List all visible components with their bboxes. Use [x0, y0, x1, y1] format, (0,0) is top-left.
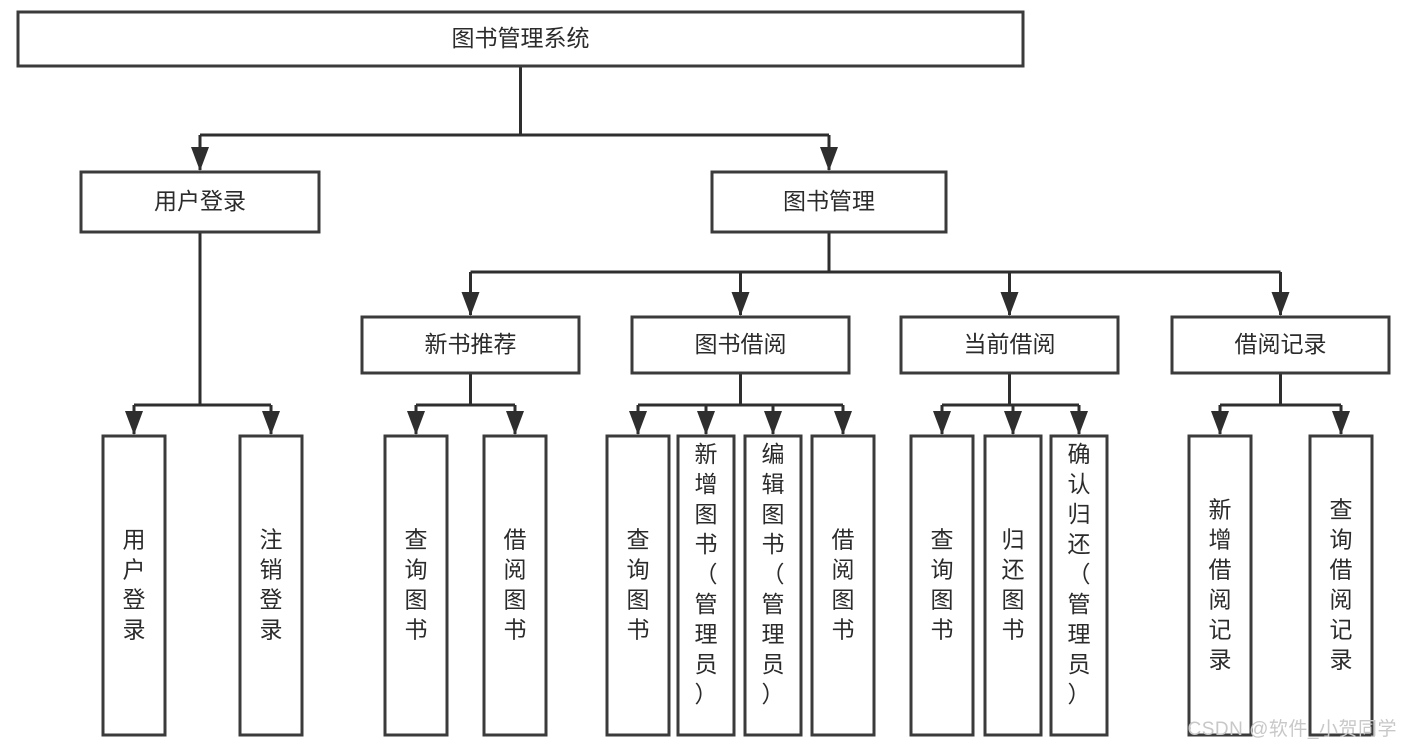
node-book-manage[interactable]: 图书管理: [710, 170, 948, 234]
node-borrow-record-rect[interactable]: [1170, 315, 1391, 375]
node-leaf-add-record-rect[interactable]: [1187, 434, 1253, 737]
node-leaf-query-book-2-label: 查询图书: [627, 527, 650, 643]
node-leaf-query-record-label: 查询借阅记录: [1330, 497, 1353, 673]
node-leaf-query-book-2-rect[interactable]: [605, 434, 671, 737]
node-leaf-query-book-3-label: 查询图书: [931, 527, 954, 643]
node-leaf-return-book-label: 归还图书: [1002, 527, 1025, 643]
connector-layer: [125, 66, 1350, 435]
arrow-head: [933, 411, 951, 435]
node-leaf-edit-book-label: 编辑图书（管理员）: [762, 441, 785, 707]
node-book-borrow-rect[interactable]: [630, 315, 851, 375]
arrow-head: [1211, 411, 1229, 435]
watermark-text: CSDN @软件_小贺同学: [1187, 719, 1397, 740]
arrow-head: [1004, 411, 1022, 435]
node-leaf-user-login[interactable]: 用户登录: [101, 434, 167, 737]
arrow-head: [262, 411, 280, 435]
node-layer: 图书管理系统用户登录图书管理新书推荐图书借阅当前借阅借阅记录用户登录注销登录查询…: [16, 10, 1391, 737]
arrow-head: [1271, 292, 1290, 316]
node-leaf-return-book-rect[interactable]: [983, 434, 1043, 737]
node-new-book-rec-rect[interactable]: [360, 315, 581, 375]
arrow-head: [629, 411, 647, 435]
node-book-borrow-label: 图书借阅: [695, 331, 787, 357]
node-root[interactable]: 图书管理系统: [16, 10, 1025, 68]
node-leaf-query-book-1-rect[interactable]: [383, 434, 449, 737]
arrow-head: [834, 411, 852, 435]
node-current-borrow-rect[interactable]: [899, 315, 1120, 375]
node-leaf-edit-book-rect[interactable]: [743, 434, 803, 737]
arrow-head: [1070, 411, 1088, 435]
node-leaf-query-book-3[interactable]: 查询图书: [909, 434, 975, 737]
arrow-head: [125, 411, 143, 435]
node-leaf-confirm-return-label: 确认归还（管理员）: [1068, 441, 1091, 707]
node-leaf-add-book-label: 新增图书（管理员）: [695, 441, 718, 707]
node-leaf-query-book-3-rect[interactable]: [909, 434, 975, 737]
node-leaf-add-record[interactable]: 新增借阅记录: [1187, 434, 1253, 737]
node-leaf-borrow-book-2-label: 借阅图书: [832, 527, 855, 643]
node-user-login[interactable]: 用户登录: [79, 170, 321, 234]
arrow-head: [461, 292, 480, 316]
arrow-head: [1332, 411, 1350, 435]
arrow-head: [407, 411, 425, 435]
node-leaf-add-record-label: 新增借阅记录: [1209, 497, 1232, 673]
node-leaf-logout[interactable]: 注销登录: [238, 434, 304, 737]
node-leaf-query-book-2[interactable]: 查询图书: [605, 434, 671, 737]
node-book-borrow[interactable]: 图书借阅: [630, 315, 851, 375]
node-root-rect[interactable]: [16, 10, 1025, 68]
node-leaf-logout-rect[interactable]: [238, 434, 304, 737]
arrow-head: [506, 411, 524, 435]
node-leaf-user-login-label: 用户登录: [123, 527, 146, 643]
node-leaf-borrow-book-1-label: 借阅图书: [504, 527, 527, 643]
node-leaf-logout-label: 注销登录: [260, 527, 283, 643]
node-borrow-record-label: 借阅记录: [1235, 331, 1327, 357]
node-leaf-borrow-book-2[interactable]: 借阅图书: [810, 434, 876, 737]
arrow-head: [731, 292, 750, 316]
node-leaf-query-record[interactable]: 查询借阅记录: [1308, 434, 1374, 737]
node-leaf-return-book[interactable]: 归还图书: [983, 434, 1043, 737]
node-leaf-confirm-return-rect[interactable]: [1049, 434, 1109, 737]
arrow-head: [1000, 292, 1019, 316]
node-leaf-add-book[interactable]: 新增图书（管理员）: [676, 434, 736, 737]
node-borrow-record[interactable]: 借阅记录: [1170, 315, 1391, 375]
node-leaf-add-book-rect[interactable]: [676, 434, 736, 737]
node-leaf-edit-book[interactable]: 编辑图书（管理员）: [743, 434, 803, 737]
node-leaf-query-book-1-label: 查询图书: [405, 527, 428, 643]
node-leaf-borrow-book-1-rect[interactable]: [482, 434, 548, 737]
node-new-book-rec[interactable]: 新书推荐: [360, 315, 581, 375]
node-leaf-query-book-1[interactable]: 查询图书: [383, 434, 449, 737]
node-book-manage-rect[interactable]: [710, 170, 948, 234]
node-user-login-rect[interactable]: [79, 170, 321, 234]
arrow-head: [764, 411, 782, 435]
node-current-borrow[interactable]: 当前借阅: [899, 315, 1120, 375]
node-new-book-rec-label: 新书推荐: [425, 331, 517, 357]
node-book-manage-label: 图书管理: [783, 188, 875, 214]
node-current-borrow-label: 当前借阅: [964, 331, 1056, 357]
node-leaf-borrow-book-2-rect[interactable]: [810, 434, 876, 737]
node-root-label: 图书管理系统: [452, 25, 590, 51]
arrow-head: [191, 147, 209, 171]
arrow-head: [697, 411, 715, 435]
node-leaf-query-record-rect[interactable]: [1308, 434, 1374, 737]
node-leaf-user-login-rect[interactable]: [101, 434, 167, 737]
arrow-head: [820, 147, 838, 171]
node-leaf-confirm-return[interactable]: 确认归还（管理员）: [1049, 434, 1109, 737]
node-user-login-label: 用户登录: [154, 188, 246, 214]
node-leaf-borrow-book-1[interactable]: 借阅图书: [482, 434, 548, 737]
